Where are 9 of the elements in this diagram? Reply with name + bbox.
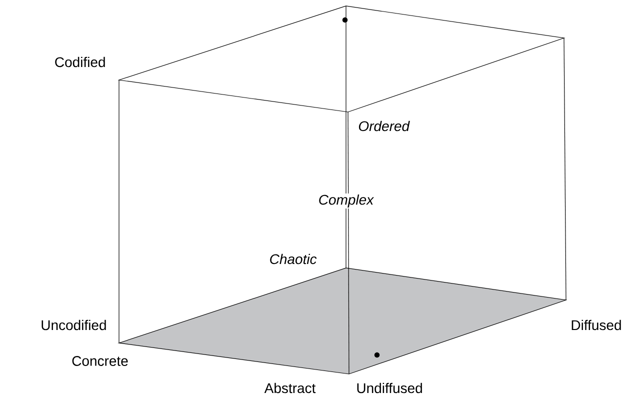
axis-label: Codified — [55, 56, 105, 68]
axis-label: Concrete — [72, 356, 128, 366]
axis-label: Chaotic — [270, 254, 317, 264]
axis-label: Undiffused — [357, 382, 422, 394]
axis-label: Complex — [317, 193, 375, 209]
axis-label: Uncodified — [42, 320, 106, 330]
axis-label: Abstract — [264, 382, 316, 394]
axis-label: Diffused — [572, 320, 621, 330]
axis-label: Ordered — [358, 120, 410, 132]
